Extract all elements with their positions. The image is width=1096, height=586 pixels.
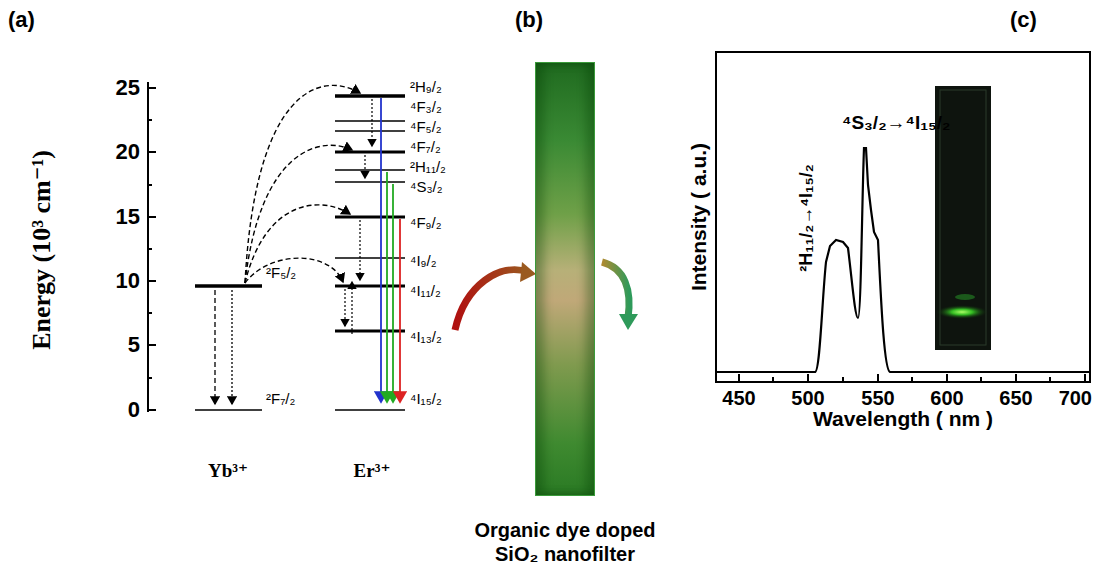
- nanofilter: Organic dye doped SiO₂ nanofilter: [460, 62, 670, 566]
- panel-letter: (a): [8, 9, 35, 31]
- tick-label: 700: [1059, 388, 1092, 408]
- ion-label: Er³⁺: [354, 461, 391, 480]
- axis-title: Energy (10³ cm⁻¹): [29, 150, 55, 350]
- level-label: ²F₅/₂: [266, 265, 296, 280]
- tick-label: 10: [116, 270, 140, 292]
- tick-label: 450: [722, 388, 755, 408]
- panel-letter: (b): [515, 9, 543, 31]
- level-label: ²H₁₁/₂: [410, 159, 446, 174]
- level-label: ⁴S₃/₂: [410, 179, 443, 194]
- tick-label: 500: [791, 388, 824, 408]
- level-label: ⁴F₃/₂: [410, 99, 442, 114]
- tick-label: 15: [116, 206, 140, 228]
- level-label: ⁴I₁₃/₂: [410, 329, 442, 344]
- axis-title: Intensity ( a.u.): [688, 143, 709, 291]
- transition-label: ²H₁₁/₂→⁴I₁₅/₂: [797, 164, 815, 271]
- tick-label: 600: [930, 388, 963, 408]
- level-label: ⁴I₁₅/₂: [410, 391, 442, 406]
- axis-title: Wavelength ( nm ): [813, 408, 993, 429]
- ion-label: Yb³⁺: [208, 461, 248, 480]
- tick-label: 20: [116, 141, 140, 163]
- filter-caption: Organic dye doped SiO₂ nanofilter: [470, 518, 660, 566]
- level-label: ⁴F₉/₂: [410, 215, 442, 230]
- transition-label: ⁴S₃/₂→⁴I₁₅/₂: [842, 113, 951, 132]
- level-label: ²H₉/₂: [410, 79, 442, 94]
- level-label: ⁴I₉/₂: [410, 253, 437, 268]
- tick-label: 0: [128, 399, 140, 421]
- level-label: ⁴I₁₁/₂: [410, 283, 441, 298]
- level-label: ²F₇/₂: [266, 391, 295, 406]
- tick-label: 25: [116, 77, 140, 99]
- tick-label: 5: [128, 334, 140, 356]
- tick-label: 650: [999, 388, 1032, 408]
- panel-letter: (c): [1010, 9, 1037, 31]
- level-label: ⁴F₅/₂: [410, 119, 442, 134]
- level-label: ⁴F₇/₂: [410, 139, 441, 154]
- tick-label: 550: [861, 388, 894, 408]
- filter-bar: [535, 62, 595, 496]
